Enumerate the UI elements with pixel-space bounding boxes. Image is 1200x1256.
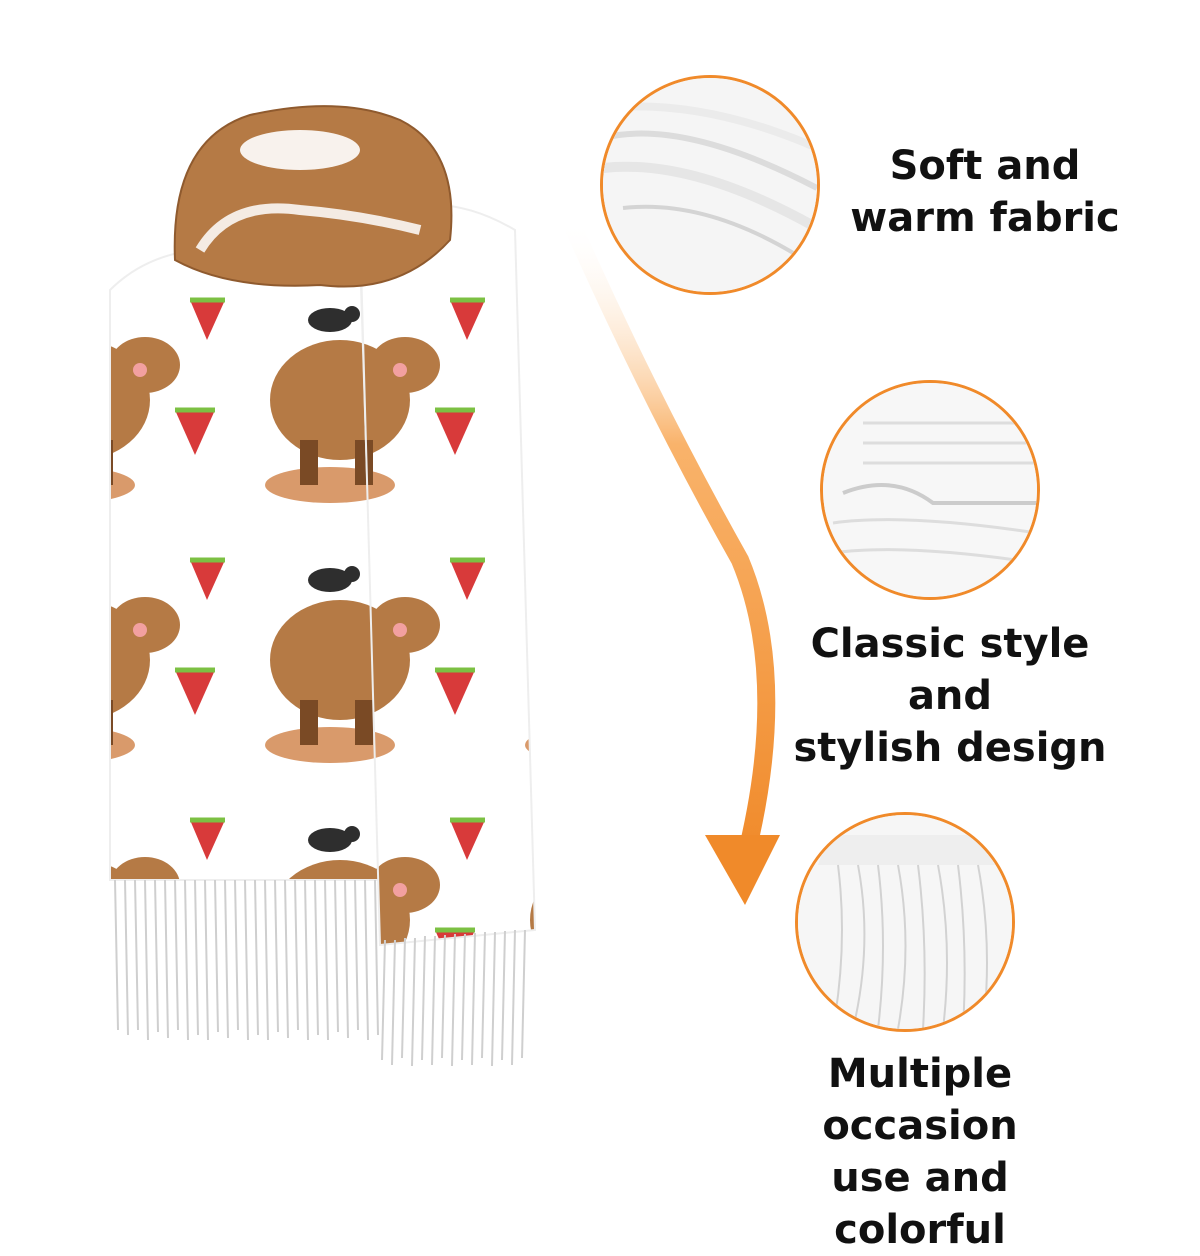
fringe-tassel-icon: [795, 812, 1015, 1032]
feature-line: Classic style and: [810, 621, 1090, 719]
feature-label-classic-style: Classic style and stylish design: [780, 618, 1120, 774]
scarf-left-fringe: [114, 879, 379, 1041]
feature-label-soft-fabric: Soft and warm fabric: [850, 140, 1120, 244]
scarf-left-panel: [109, 247, 382, 881]
scarf-product-illustration: [109, 105, 780, 1067]
curved-arrow-icon: [561, 211, 776, 869]
feature-line: use and colorful: [831, 1155, 1009, 1253]
feature-line: warm fabric: [850, 195, 1120, 241]
feature-line: Soft and: [889, 143, 1081, 189]
fabric-stack-icon: [820, 380, 1040, 600]
feature-label-multiple-occasion: Multiple occasion use and colorful: [740, 1048, 1100, 1256]
fabric-fold-icon: [600, 75, 820, 295]
scarf-right-fringe: [381, 929, 526, 1067]
feature-line: stylish design: [793, 725, 1107, 771]
scarf-right-panel: [358, 204, 537, 947]
feature-line: Multiple occasion: [822, 1051, 1018, 1149]
